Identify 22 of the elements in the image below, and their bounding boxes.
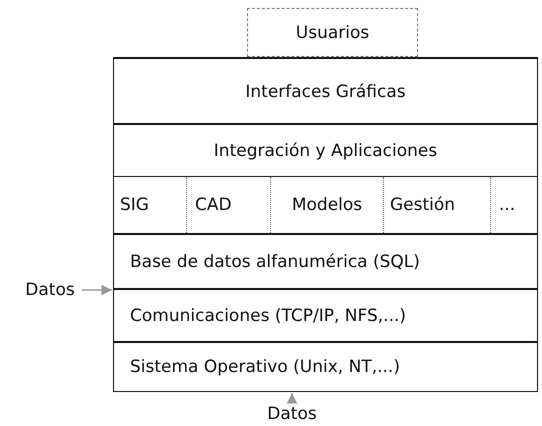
label-text: Modelos (292, 195, 362, 215)
layer-box (113, 341, 538, 392)
label-text: Comunicaciones (TCP/IP, NFS,...) (130, 306, 406, 326)
arrow (286, 393, 298, 404)
label-text: Interfaces Gráficas (245, 82, 406, 102)
label-text: Datos (267, 404, 317, 424)
arrow (82, 284, 112, 296)
label-text: SIG (120, 195, 149, 215)
label-text: ... (499, 195, 516, 215)
layer-box (113, 288, 538, 343)
module-cell (490, 177, 538, 233)
layer-box (113, 57, 538, 125)
layer-box (113, 233, 538, 290)
label-text: CAD (195, 195, 232, 215)
user-box (247, 8, 418, 57)
label-text: Base de datos alfanumérica (SQL) (130, 252, 420, 272)
label-text: Usuarios (296, 22, 370, 42)
label-text: Sistema Operativo (Unix, NT,...) (130, 357, 400, 377)
label-text: Datos (25, 280, 75, 300)
label-text: Integración y Aplicaciones (214, 140, 438, 160)
layer-box (113, 123, 538, 177)
label-text: Gestión (390, 195, 456, 215)
